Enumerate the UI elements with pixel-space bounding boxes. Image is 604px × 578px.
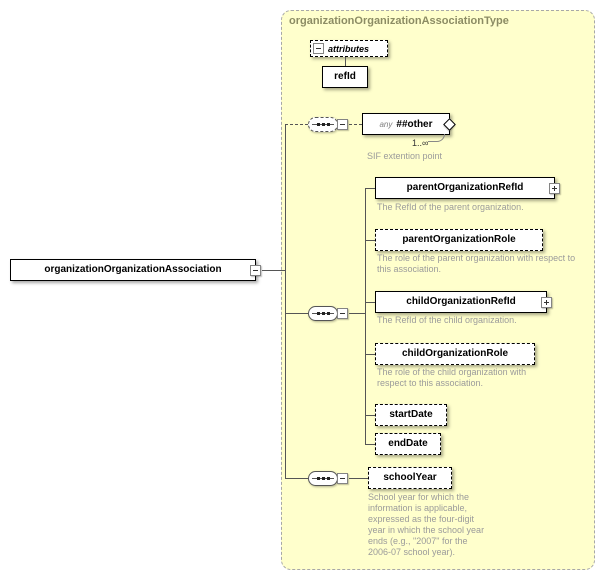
connector-line [365, 188, 375, 189]
dot-icon [316, 312, 320, 315]
collapse-toggle-icon[interactable] [337, 308, 348, 319]
element-childOrganizationRole[interactable]: childOrganizationRole [375, 343, 535, 365]
expand-toggle-icon[interactable] [541, 296, 552, 308]
dot-icon [326, 123, 330, 126]
connector-line [365, 302, 375, 303]
dot-icon [326, 477, 330, 480]
sequence-compositor-icon[interactable] [308, 117, 348, 132]
element-name: startDate [389, 409, 433, 420]
element-name: schoolYear [383, 472, 437, 483]
connector-line [285, 124, 308, 125]
collapse-toggle-icon[interactable] [337, 119, 348, 130]
connector-line [285, 313, 308, 314]
connector-line [365, 415, 375, 416]
element-startDate[interactable]: startDate [375, 404, 447, 426]
root-element-box[interactable]: organizationOrganizationAssociation [10, 259, 261, 281]
connector-line [285, 478, 308, 479]
wildcard-any-element-box[interactable]: any ##other [362, 113, 456, 135]
element-name: endDate [388, 438, 428, 449]
element-schoolYear[interactable]: schoolYear [368, 467, 452, 489]
connector-distribution-line [365, 188, 366, 444]
collapse-toggle-icon[interactable] [313, 43, 324, 54]
dot-icon [321, 123, 325, 126]
element-annotation: The RefId of the child organization. [377, 315, 517, 325]
element-name: childOrganizationRefId [406, 296, 516, 307]
sequence-compositor-icon[interactable] [308, 471, 348, 486]
dot-icon [326, 312, 330, 315]
collapse-toggle-icon[interactable] [337, 473, 348, 484]
dot-icon [321, 312, 325, 315]
element-annotation: The RefId of the parent organization. [377, 202, 524, 212]
attribute-name: refId [334, 71, 356, 82]
connector-line [262, 270, 285, 271]
element-endDate[interactable]: endDate [375, 433, 441, 455]
connector-line [365, 354, 375, 355]
connector-line [365, 444, 375, 445]
connector-line [345, 57, 346, 66]
expand-toggle-icon[interactable] [549, 182, 560, 194]
element-name: parentOrganizationRole [402, 234, 516, 245]
root-element-name: organizationOrganizationAssociation [44, 264, 222, 275]
attributes-group-label: attributes [328, 43, 370, 54]
attributes-group-box[interactable]: attributes [310, 40, 388, 57]
dot-icon [321, 477, 325, 480]
element-annotation: School year for which the information is… [368, 492, 485, 557]
element-childOrganizationRefId[interactable]: childOrganizationRefId [375, 291, 552, 313]
connector-line [349, 313, 365, 314]
dot-icon [316, 123, 320, 126]
element-name: parentOrganizationRefId [406, 182, 524, 193]
element-annotation: The role of the child organization with … [377, 367, 527, 388]
dot-icon [316, 477, 320, 480]
element-annotation: The role of the parent organization with… [377, 253, 576, 274]
element-parentOrganizationRole[interactable]: parentOrganizationRole [375, 229, 543, 251]
wildcard-note: SIF extention point [367, 151, 443, 161]
wildcard-name: ##other [396, 118, 433, 130]
connector-line [349, 478, 368, 479]
connector-line [365, 240, 375, 241]
element-parentOrganizationRefId[interactable]: parentOrganizationRefId [375, 177, 560, 199]
connector-trunk-line [285, 124, 286, 478]
occurrence-label: 1..∞ [412, 138, 429, 148]
sequence-compositor-icon[interactable] [308, 306, 348, 321]
attribute-refId-box[interactable]: refId [322, 66, 368, 88]
complex-type-title: organizationOrganizationAssociationType [289, 15, 509, 27]
element-name: childOrganizationRole [401, 348, 509, 359]
collapse-toggle-icon[interactable] [250, 264, 261, 276]
wildcard-kind-label: any [379, 119, 393, 129]
connector-line [349, 124, 362, 125]
